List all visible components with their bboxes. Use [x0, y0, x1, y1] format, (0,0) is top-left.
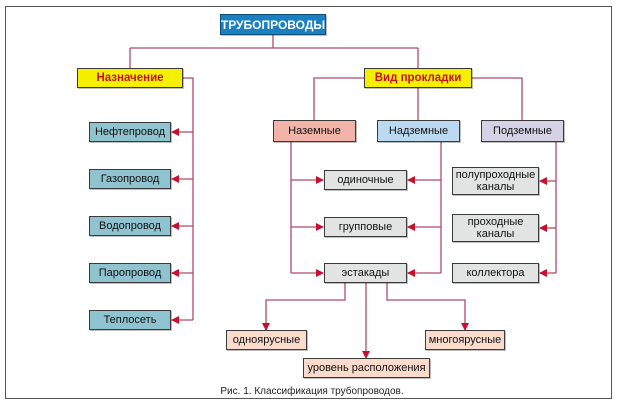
underground-item: проходные каналы	[452, 214, 539, 242]
trestle-single-tier: одноярусные	[226, 330, 307, 350]
laying-type-nadzemnye: Надземные	[377, 120, 460, 142]
above-ground-item-trestle: эстакады	[324, 263, 407, 283]
link-laying-left	[313, 77, 364, 120]
underground-item: полупроходные каналы	[452, 167, 539, 195]
purpose-item: Газопровод	[89, 169, 171, 189]
category-purpose: Назначение	[77, 68, 183, 88]
laying-type-podzemnye: Подземные	[481, 120, 564, 142]
underground-item: коллектора	[452, 263, 539, 283]
purpose-item: Теплосеть	[89, 310, 171, 330]
trestle-level: уровень расположения	[303, 358, 430, 378]
trestle-multi-tier: многоярусные	[425, 330, 505, 350]
above-ground-item: групповые	[324, 217, 407, 237]
purpose-item: Нефтепровод	[89, 122, 171, 142]
category-laying: Вид прокладки	[364, 68, 472, 88]
link-trestle-multi	[386, 283, 469, 331]
link-laying-right	[472, 77, 523, 120]
above-ground-item: одиночные	[324, 170, 407, 190]
purpose-item: Водопровод	[89, 216, 171, 236]
link-trestle-single	[262, 283, 346, 331]
laying-type-nazemnye: Наземные	[273, 120, 356, 142]
figure-caption: Рис. 1. Классификация трубопроводов.	[220, 386, 404, 397]
link-purpose-spine	[183, 77, 194, 320]
purpose-item: Паропровод	[89, 263, 171, 283]
root-node: ТРУБОПРОВОДЫ	[220, 14, 326, 35]
